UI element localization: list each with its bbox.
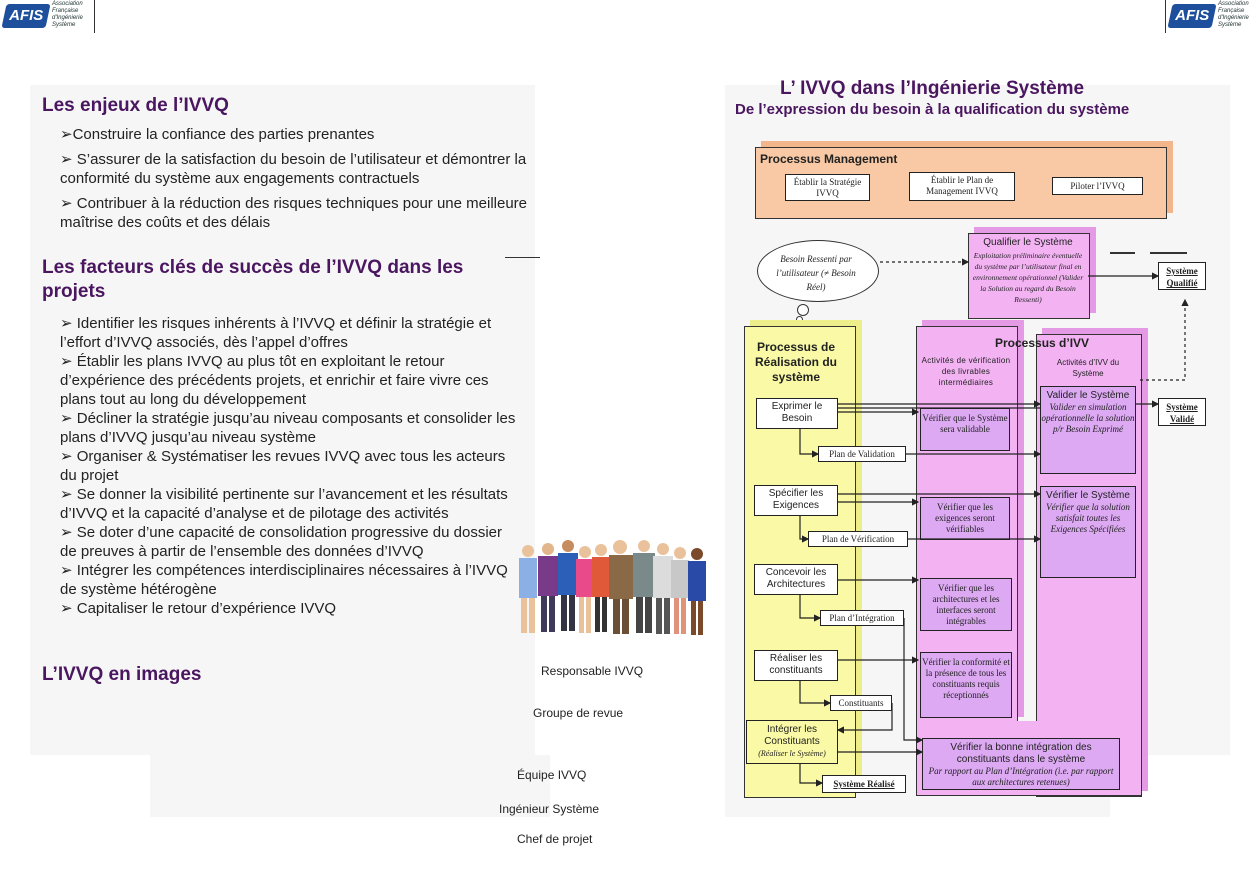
facteurs-item: Établir les plans IVVQ au plus tôt en ex… (60, 353, 489, 408)
logo-tagline: Association Française d'Ingénierie Systè… (52, 1, 83, 28)
facteurs-item: Se doter d’une capacité de consolidation… (60, 524, 503, 560)
images-title: L’IVVQ en images (42, 664, 202, 685)
role-label: Équipe IVVQ (517, 768, 587, 782)
enjeux-list: ➢Construire la confiance des parties pre… (60, 126, 528, 231)
step-realiser: Réaliser les constituants (754, 650, 838, 681)
besoin-cloud (757, 240, 879, 302)
verifier-systeme: Vérifier le Système Vérifier que la solu… (1040, 486, 1136, 578)
verifier-title: Vérifier le Système (1046, 490, 1130, 501)
ivv-title: Processus d’IVV (995, 336, 1090, 350)
enjeux-item: Contribuer à la réduction des risques te… (60, 195, 528, 231)
facteurs-item: Identifier les risques inhérents à l’IVV… (60, 315, 492, 351)
valider-text: Valider en simulation opérationnelle la … (1041, 402, 1135, 434)
diagram-title: L’ IVVQ dans l’Ingénierie Système (780, 78, 1085, 99)
systeme-realise: Système Réalisé (822, 775, 906, 793)
check-validable: Vérifier que le Système sera validable (920, 408, 1010, 451)
facteurs-title: Les facteurs clés de succès de l’IVVQ da… (42, 257, 464, 302)
mgmt-piloter: Piloter l’IVVQ (1052, 177, 1143, 195)
mgmt-strategie: Établir la Stratégie IVVQ (785, 174, 870, 201)
facteurs-item: Organiser & Systématiser les revues IVVQ… (60, 448, 506, 484)
integrer-sub: (Réaliser le Système) (758, 749, 826, 758)
check-conformite: Vérifier la conformité et la présence de… (920, 652, 1012, 718)
realisation-title: Processus de Réalisation du système (754, 340, 837, 384)
systeme-valide: Système Validé (1158, 398, 1206, 426)
ivv-col2-head: Activités d’IVV du Système (1056, 358, 1120, 378)
left-panel (30, 85, 535, 755)
facteurs-item: Intégrer les compétences interdisciplina… (60, 562, 508, 598)
diagram-subtitle: De l’expression du besoin à la qualifica… (735, 101, 1130, 118)
role-label: Responsable IVVQ (541, 664, 644, 678)
mgmt-plan: Établir le Plan de Management IVVQ (909, 172, 1015, 201)
ivv-col1-head: Activités de vérification des livrables … (921, 356, 1011, 387)
integration-title: Vérifier la bonne intégration des consti… (950, 742, 1092, 765)
facteurs-item: Se donner la visibilité pertinente sur l… (60, 486, 508, 522)
role-label: Chef de projet (517, 832, 593, 846)
qualifier-title: Qualifier le Système (983, 237, 1073, 248)
facteurs-item: Capitaliser le retour d’expérience IVVQ (76, 600, 337, 617)
systeme-qualifie: Système Qualifié (1158, 262, 1206, 290)
check-integrables: Vérifier que les architectures et les in… (920, 578, 1012, 631)
afis-logo-left: AFIS Association Française d'Ingénierie … (0, 0, 95, 33)
step-exprimer: Exprimer le Besoin (756, 398, 838, 429)
enjeux-item: Construire la confiance des parties pren… (72, 126, 375, 143)
step-integrer: Intégrer les Constituants (Réaliser le S… (746, 720, 838, 764)
plan-integration: Plan d’Intégration (820, 610, 904, 626)
enjeux-item: S’assurer de la satisfaction du besoin d… (60, 151, 527, 187)
verifier-text: Vérifier que la solution satisfait toute… (1046, 502, 1130, 534)
step-specifier: Spécifier les Exigences (754, 485, 838, 516)
check-verifiables: Vérifier que les exigences seront vérifi… (920, 497, 1010, 540)
valider-systeme: Valider le Système Valider en simulation… (1040, 386, 1136, 474)
plan-verification: Plan de Vérification (808, 531, 908, 547)
besoin-text: Besoin Ressenti par l’utilisateur (≠ Bes… (776, 254, 856, 292)
enjeux-title: Les enjeux de l’IVVQ (42, 95, 229, 116)
integrer-label: Intégrer les Constituants (764, 724, 820, 747)
plan-constituants: Constituants (830, 695, 892, 711)
verifier-integration: Vérifier la bonne intégration des consti… (922, 738, 1120, 790)
qualifier-text: Exploitation préliminaire éventuelle du … (972, 251, 1084, 304)
facteurs-item: Décliner la stratégie jusqu’au niveau co… (60, 410, 516, 446)
plan-validation: Plan de Validation (818, 446, 906, 462)
step-concevoir: Concevoir les Architectures (754, 564, 838, 595)
mgmt-title: Processus Management (760, 152, 898, 166)
valider-title: Valider le Système (1046, 390, 1130, 401)
qualifier-box (968, 233, 1090, 319)
role-label: Groupe de revue (533, 706, 624, 720)
facteurs-list: ➢ Identifier les risques inhérents à l’I… (60, 315, 516, 617)
role-label: Ingénieur Système (499, 802, 600, 816)
people-icon (519, 540, 706, 635)
afis-logo-right: AFIS Association Française d'Ingénierie … (1165, 0, 1260, 33)
integration-text: Par rapport au Plan d’Intégration (i.e. … (928, 766, 1114, 787)
